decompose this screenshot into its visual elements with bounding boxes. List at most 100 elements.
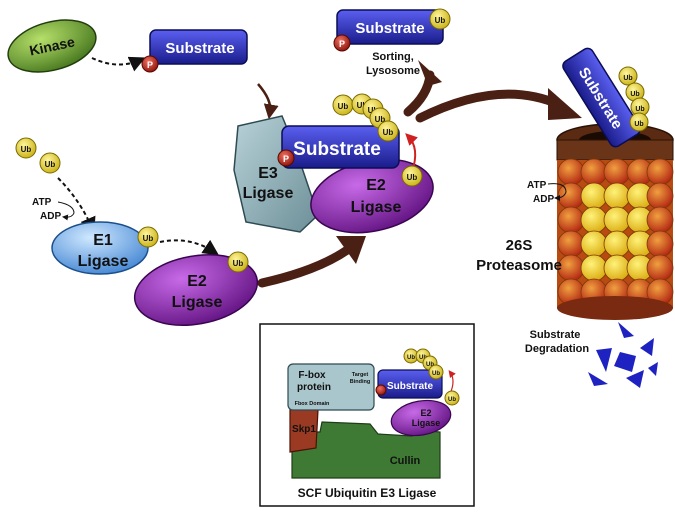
phosphate-circle <box>277 149 295 167</box>
proteasome-adp-label: ADP <box>533 194 554 205</box>
ub-label: Ub <box>383 128 394 137</box>
fbox-label: F-box <box>298 370 326 381</box>
ub-label: Ub <box>143 234 154 243</box>
e1-ligase-label: Ligase <box>78 253 129 270</box>
arrow-to-e2-complex <box>257 243 355 288</box>
arrow-to-sorting-head <box>418 60 442 86</box>
e1-activation: Ub Ub ATP ADP E1 Ligase Ub <box>15 137 219 275</box>
proteasome-subunits <box>557 158 674 306</box>
fragment-shape <box>618 322 634 338</box>
ub-label: Ub <box>338 102 349 111</box>
substrate-sorting: Substrate P Ub Sorting, Lysosome <box>333 8 451 77</box>
ub-label: Ub <box>426 362 434 368</box>
proteasome-subunit <box>580 206 608 234</box>
ub-label: Ub <box>448 397 456 403</box>
fragment-shape <box>614 352 636 372</box>
proteasome-26s-label: 26S <box>506 237 533 254</box>
scf-inset: Cullin Skp1 F-box protein Fbox Domain Ta… <box>259 323 475 507</box>
proteasome-subunit <box>580 254 608 282</box>
degradation-substrate-label: Substrate <box>530 329 581 341</box>
cullin-label: Cullin <box>390 455 421 467</box>
proteasome-subunit <box>603 182 631 210</box>
ub-circle <box>227 251 249 273</box>
e2-ligase-label: Ligase <box>351 199 402 216</box>
proteasome-subunit <box>557 230 585 258</box>
binding-label: Binding <box>350 379 370 385</box>
fragment-shape <box>626 370 644 388</box>
ub-circle <box>428 364 444 380</box>
lysosome-label: Lysosome <box>366 65 420 77</box>
ub-label: Ub <box>357 101 368 110</box>
ub-circle <box>137 226 159 248</box>
ub-label: Ub <box>375 115 386 124</box>
proteasome-subunit <box>646 230 674 258</box>
proteasome-base <box>557 296 673 320</box>
e2-ligase-shape <box>133 254 259 326</box>
phosphate-circle <box>333 34 351 52</box>
proteasome-label: Proteasome <box>476 257 562 274</box>
ub-circle <box>429 8 451 30</box>
ub-label: Ub <box>432 371 440 377</box>
proteasome-subunit <box>557 206 585 234</box>
e1-label: E1 <box>93 232 113 249</box>
e1-ligase-shape <box>51 221 149 275</box>
substrate-label: Substrate <box>293 139 381 160</box>
fragment-shape <box>596 348 612 372</box>
ub-to-e1-arrow <box>57 177 96 234</box>
fbox-protein-label: protein <box>297 382 331 393</box>
arrow-to-e3 <box>257 83 279 120</box>
e1-to-e2-arrow <box>159 239 219 256</box>
phosphate-label: P <box>147 60 153 70</box>
ub-circle <box>401 165 423 187</box>
e2-label: E2 <box>366 177 386 194</box>
ub-label: Ub <box>407 173 418 182</box>
fbox-protein-shape <box>287 363 375 411</box>
inset-substrate-label: Substrate <box>387 381 434 392</box>
inset-e2-ligase-label: Ligase <box>412 418 441 428</box>
proteasome-subunit <box>646 254 674 282</box>
proteasome-subunit <box>580 230 608 258</box>
degradation: Substrate Degradation <box>525 322 658 388</box>
ub-circle <box>15 137 37 159</box>
atp-adp-curl <box>57 201 75 221</box>
kinase-group: Kinase <box>7 19 97 73</box>
substrate-label: Substrate <box>355 20 424 37</box>
ub-label: Ub <box>623 75 632 82</box>
arrow-to-e2-complex-head <box>336 236 366 264</box>
ub-label: Ub <box>407 355 415 361</box>
kinase-shape <box>7 19 97 73</box>
phosphate-circle <box>375 384 387 396</box>
atp-label: ATP <box>32 197 52 208</box>
substrate-box <box>562 47 641 148</box>
proteasome-atp-label: ATP <box>527 180 547 191</box>
proteasome-subunit <box>646 158 674 186</box>
proteasome-atp-curl <box>547 183 567 201</box>
phosphate-circle <box>141 55 159 73</box>
ub-label: Ub <box>435 16 446 25</box>
substrate-box <box>149 29 248 65</box>
target-label: Target <box>352 372 369 378</box>
ub-label: Ub <box>635 106 644 113</box>
ub-label: Ub <box>45 160 56 169</box>
ub-circle <box>629 112 649 132</box>
e2-ligase-shape <box>390 399 452 437</box>
ub-label: Ub <box>634 121 643 128</box>
fragment-shape <box>640 338 654 356</box>
substrate-box <box>281 125 400 169</box>
arrow-to-proteasome-head <box>548 88 582 120</box>
substrate-top: Substrate P <box>141 29 248 73</box>
fbox-domain-label: Fbox Domain <box>295 401 330 407</box>
e2-free: E2 Ligase Ub <box>133 251 259 326</box>
inset-caption: SCF Ubiquitin E3 Ligase <box>298 486 437 500</box>
kinase-arrow <box>91 56 146 72</box>
proteasome-subunit <box>603 206 631 234</box>
proteasome-subunit <box>580 182 608 210</box>
adp-label: ADP <box>40 211 61 222</box>
proteasome-subunit <box>603 254 631 282</box>
degradation-label: Degradation <box>525 343 589 355</box>
proteasome-subunit <box>646 182 674 210</box>
e3-ligase-label: Ligase <box>243 185 294 202</box>
substrate-label: Substrate <box>165 40 234 57</box>
